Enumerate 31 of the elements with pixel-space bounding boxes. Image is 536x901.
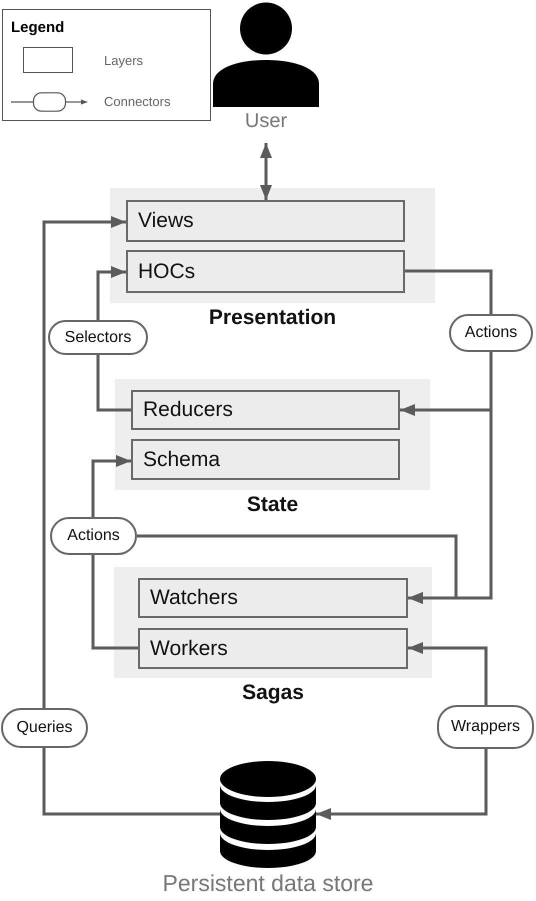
legend-title: Legend	[11, 19, 64, 37]
module-box: Views	[126, 200, 405, 242]
connector-pill: Actions	[50, 517, 137, 555]
legend-text: Layers	[104, 53, 144, 69]
connector-line	[92, 555, 138, 650]
connector-line	[405, 270, 492, 314]
arrow	[316, 749, 488, 820]
layer-title: State	[246, 493, 298, 517]
arrow	[408, 642, 488, 705]
arrow	[96, 266, 126, 320]
store-label: Persistent data store	[162, 870, 374, 896]
layer-title: Sagas	[242, 681, 304, 705]
module-box: HOCs	[126, 250, 405, 293]
connector-pill: Queries	[1, 708, 88, 748]
connector-pill: Selectors	[48, 320, 148, 355]
module-box: Workers	[138, 628, 408, 669]
arrow	[42, 216, 126, 708]
database-icon	[220, 761, 316, 868]
module-box: Reducers	[131, 390, 400, 430]
legend-text: Connectors	[104, 94, 170, 110]
layer-title: Presentation	[208, 306, 336, 330]
module-box: Schema	[131, 439, 400, 480]
connector-pill: Actions	[449, 314, 533, 352]
connector-line	[96, 355, 131, 412]
arrow	[92, 455, 131, 517]
module-box: Watchers	[138, 578, 408, 618]
connector-pill: Wrappers	[437, 705, 534, 749]
arrow	[260, 143, 272, 200]
arrow	[137, 534, 458, 604]
user-label: User	[244, 109, 288, 133]
connector-line	[42, 748, 220, 816]
